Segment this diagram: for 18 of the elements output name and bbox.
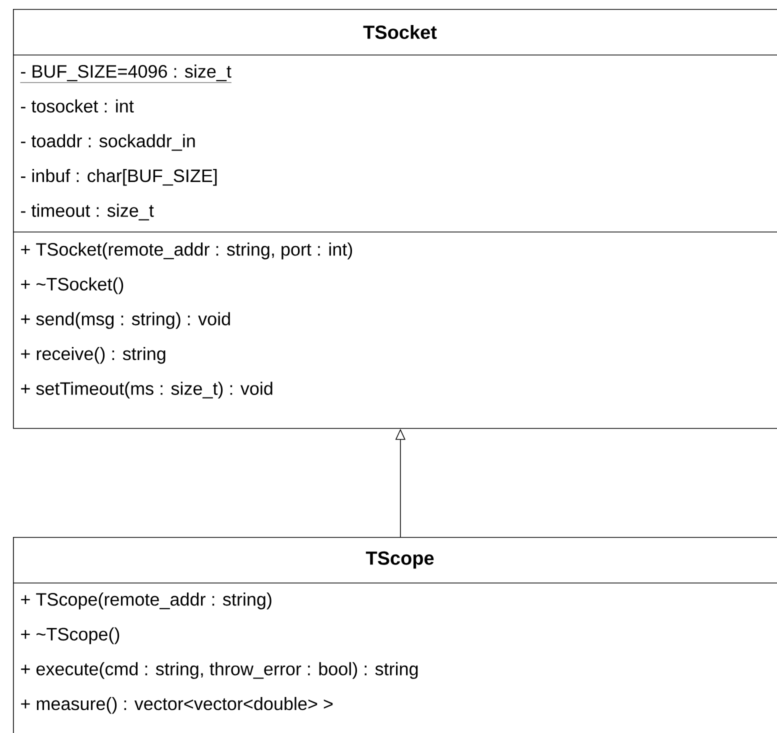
attribute-text: - inbuf : char[BUF_SIZE] [21,168,217,186]
attribute-text: - toaddr : sockaddr_in [21,134,195,151]
attribute-text: - tosocket : int [21,99,134,113]
method-text: + TScope(remote_addr : string) [21,592,272,610]
method-text: + send(msg : string) : void [21,312,230,329]
method-text: + measure() : vector<vector<double> > [21,696,333,714]
method-text: + TSocket(remote_addr : string, port : int) [21,242,352,260]
method-text: + setTimeout(ms : size_t) : void [21,382,272,399]
class-box [12,9,777,429]
method-text: + receive() : string [21,346,166,364]
method-text: + execute(cmd : string, throw_error : bool) : string [21,662,418,679]
class-box [12,537,777,733]
method-text: + ~TSocket() [21,277,124,294]
class-name: TScope [366,551,434,569]
method-text: + ~TScope() [21,627,120,644]
attribute-text: - BUF_SIZE=4096 : size_t [20,64,232,83]
attribute-text: - timeout : size_t [21,204,154,220]
class-name: TSocket [363,25,437,39]
